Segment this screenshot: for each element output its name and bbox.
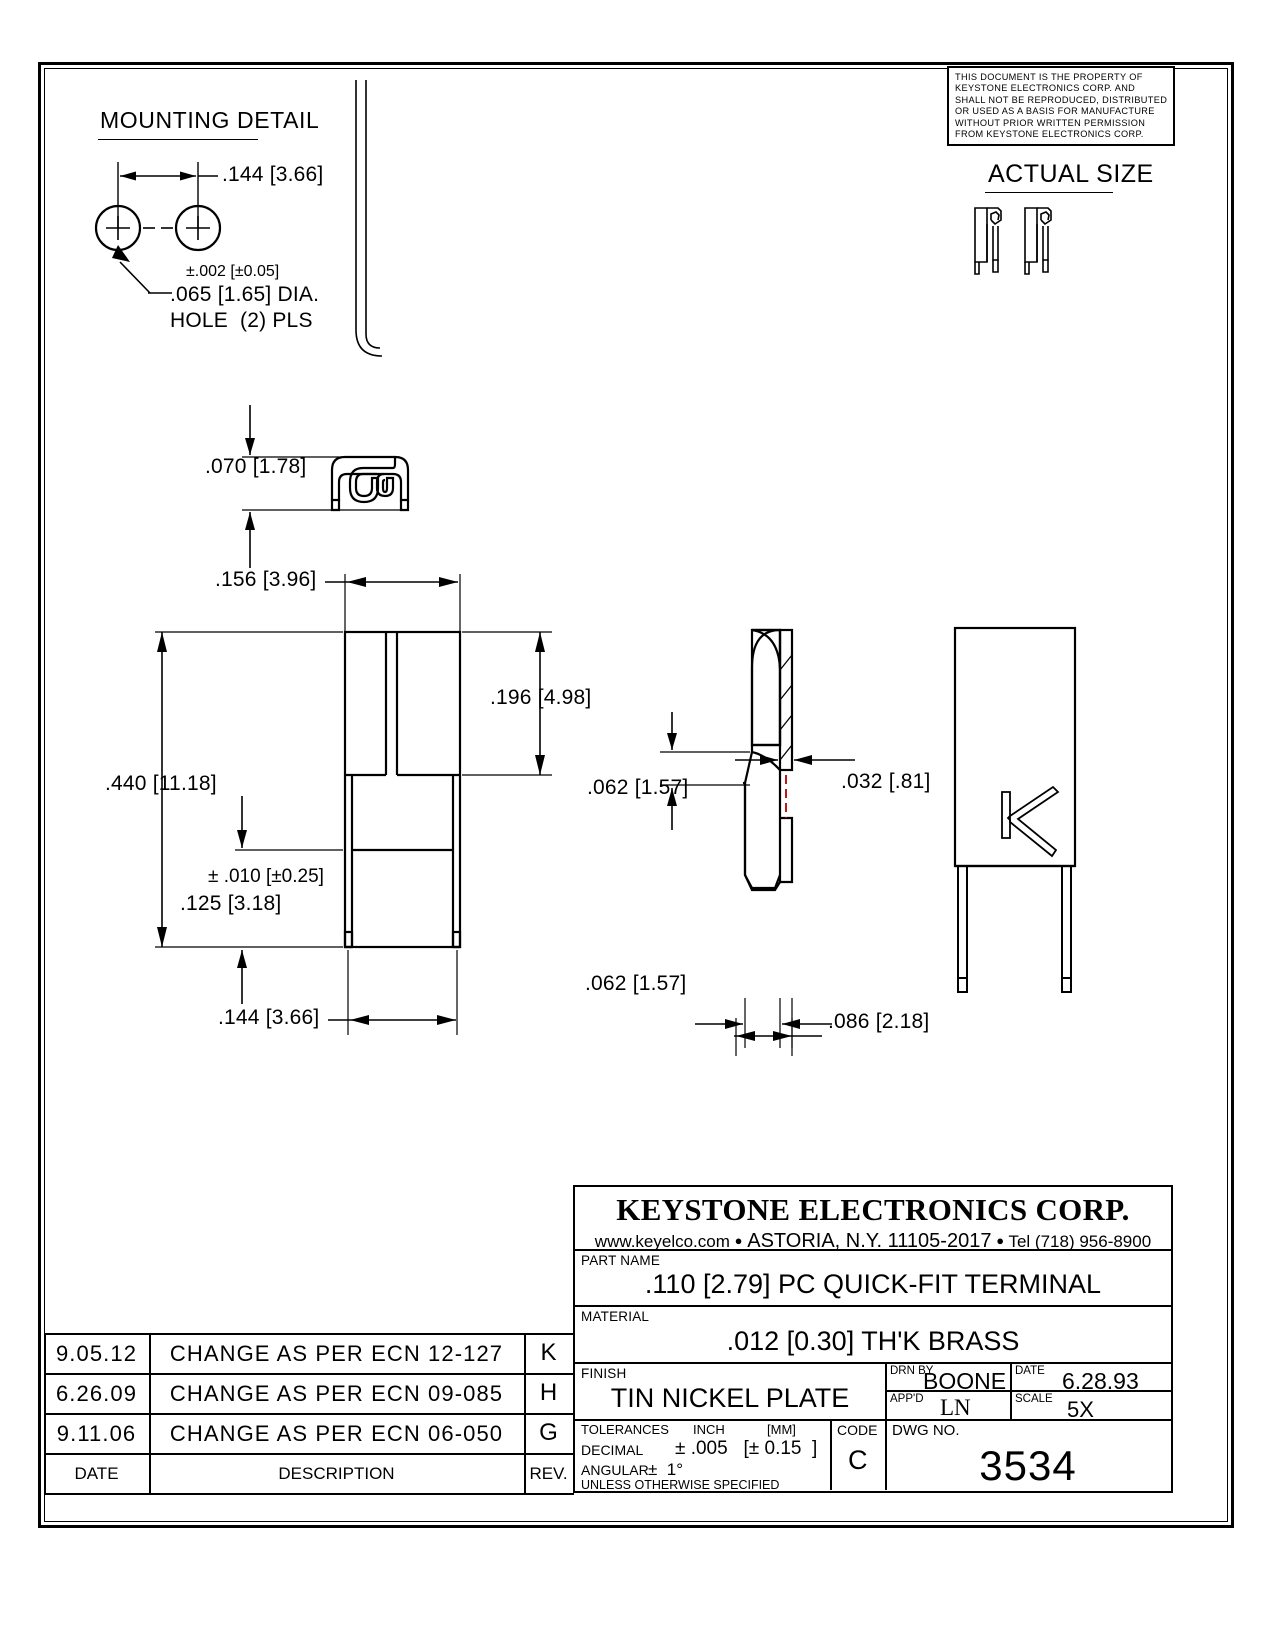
revision-header-rev: REV. (529, 1464, 568, 1483)
pin-tolerance-text: ± .010 [±0.25] (208, 866, 324, 887)
dwg-no-value: 3534 (979, 1442, 1077, 1489)
revision-header-description: DESCRIPTION (278, 1464, 395, 1483)
part-name-label: PART NAME (581, 1253, 661, 1268)
property-notice-box: THIS DOCUMENT IS THE PROPERTY OF KEYSTON… (947, 66, 1175, 146)
part-name-value: .110 [2.79] PC QUICK-FIT TERMINAL (644, 1269, 1102, 1299)
hole-diameter-text: .065 [1.65] DIA. (170, 283, 320, 306)
pin-length-dim: .125 [3.18] (180, 892, 282, 915)
code-label: CODE (837, 1422, 878, 1438)
table-row-rev-3: G (539, 1419, 558, 1446)
table-row-desc-1: CHANGE AS PER ECN 12-127 (169, 1341, 504, 1366)
table-row-rev-1: K (540, 1339, 557, 1366)
mounting-detail-drawing (94, 162, 222, 294)
appd-value: LN (940, 1395, 971, 1420)
height-upper-dim: .196 [4.98] (490, 686, 592, 709)
notice-line-3: SHALL NOT BE REPRODUCED, DISTRIBUTED (955, 94, 1168, 105)
side-offset-lower-dim: .062 [1.57] (585, 972, 687, 995)
decimal-value: ± .005 [± 0.15 ] (675, 1438, 818, 1459)
notice-line-1: THIS DOCUMENT IS THE PROPERTY OF (955, 72, 1143, 82)
detail-break-lines (355, 80, 383, 357)
unless-note: UNLESS OTHERWISE SPECIFIED (581, 1478, 780, 1492)
side-view-drawing (660, 628, 855, 892)
date-label: DATE (1015, 1365, 1045, 1377)
tolerances-inch-label: INCH (693, 1422, 725, 1437)
mounting-detail-heading: MOUNTING DETAIL (100, 107, 320, 133)
company-name: KEYSTONE ELECTRONICS CORP. (616, 1192, 1130, 1227)
notice-line-2: KEYSTONE ELECTRONICS CORP. AND (955, 83, 1136, 94)
address-separator-2: ● (996, 1233, 1005, 1248)
top-view-height-dim: .070 [1.78] (205, 455, 307, 478)
hole-tolerance-text: ±.002 [±0.05] (186, 263, 280, 280)
drn-by-value: BOONE (923, 1368, 1007, 1394)
drn-by-label: DRN BY (890, 1365, 934, 1377)
material-value: .012 [0.30] TH'K BRASS (726, 1326, 1020, 1356)
date-value: 6.28.93 (1062, 1368, 1139, 1394)
hole-places-note: HOLE (2) PLS (170, 309, 313, 332)
angular-value: ± 1° (648, 1460, 684, 1479)
material-label: MATERIAL (581, 1309, 650, 1324)
width-overall-dim: .156 [3.96] (215, 568, 317, 591)
revision-table: 9.05.12 CHANGE AS PER ECN 12-127 K 6.26.… (44, 1333, 575, 1495)
finish-value: TIN NICKEL PLATE (610, 1383, 850, 1413)
scale-value: 5X (1067, 1397, 1094, 1422)
tab-width-dim-drawing (734, 1018, 822, 1056)
angular-label: ANGULAR (581, 1462, 649, 1478)
thickness-dim: .032 [.81] (841, 770, 931, 793)
table-row-date-1: 9.05.12 (55, 1341, 138, 1366)
tab-width-dim: .086 [2.18] (828, 1010, 930, 1033)
table-row-desc-3: CHANGE AS PER ECN 06-050 (169, 1421, 504, 1446)
rear-view-drawing (953, 626, 1077, 993)
code-value: C (848, 1445, 868, 1475)
top-view-drawing (242, 405, 410, 568)
table-row-date-3: 9.11.06 (56, 1421, 137, 1446)
tolerances-mm-label: [MM] (767, 1422, 796, 1437)
tolerances-label: TOLERANCES (581, 1422, 669, 1437)
revision-header-date: DATE (74, 1464, 119, 1483)
side-offset-upper-dim: .062 [1.57] (587, 776, 689, 799)
notice-line-5: WITHOUT PRIOR WRITTEN PERMISSION (955, 117, 1146, 128)
height-overall-dim: .440 [11.18] (105, 772, 217, 795)
actual-size-illustration (974, 207, 1052, 275)
mounting-pitch-dim: .144 [3.66] (222, 163, 324, 186)
title-block: KEYSTONE ELECTRONICS CORP. www.keyelco.c… (573, 1185, 1173, 1493)
scale-label: SCALE (1015, 1393, 1053, 1405)
decimal-label: DECIMAL (581, 1442, 644, 1458)
address-separator-1: ● (734, 1233, 743, 1248)
company-tel: Tel (718) 956-8900 (1008, 1232, 1152, 1251)
dwg-no-label: DWG NO. (892, 1422, 960, 1439)
table-row-desc-2: CHANGE AS PER ECN 09-085 (169, 1381, 504, 1406)
side-view-lower-dims (695, 998, 832, 1048)
appd-label: APP'D (890, 1393, 924, 1405)
notice-line-4: OR USED AS A BASIS FOR MANUFACTURE (955, 106, 1155, 117)
company-website: www.keyelco.com (594, 1232, 730, 1251)
company-address: www.keyelco.com ● ASTORIA, N.Y. 11105-20… (575, 1230, 1171, 1253)
table-row-date-2: 6.26.09 (55, 1381, 138, 1406)
notice-line-6: FROM KEYSTONE ELECTRONICS CORP. (955, 129, 1144, 140)
actual-size-heading: ACTUAL SIZE (988, 160, 1154, 188)
finish-label: FINISH (581, 1366, 627, 1381)
drawing-border-inner (44, 68, 1228, 1522)
front-view-drawing (155, 574, 552, 1035)
drawing-border-outer (38, 62, 1234, 1528)
pin-spacing-dim: .144 [3.66] (218, 1006, 320, 1029)
company-city: ASTORIA, N.Y. 11105-2017 (747, 1230, 992, 1252)
table-row-rev-2: H (539, 1379, 558, 1406)
